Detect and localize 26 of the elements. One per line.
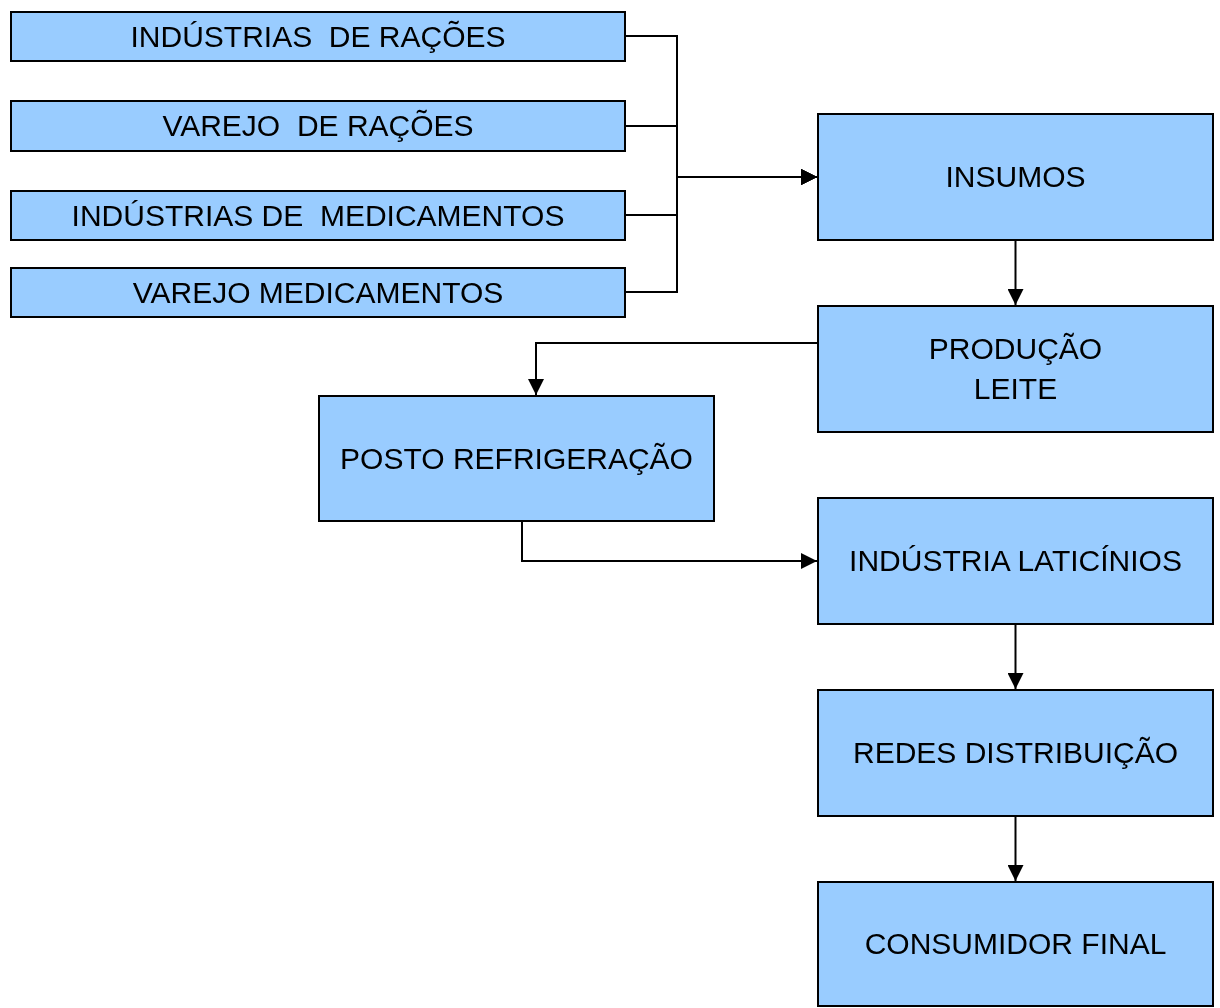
process-box bbox=[10, 267, 626, 318]
process-box bbox=[817, 113, 1214, 241]
process-box bbox=[10, 100, 626, 152]
box-label: INDÚSTRIAS DE RAÇÕES bbox=[130, 18, 506, 55]
process-box bbox=[10, 190, 626, 241]
arrow bbox=[625, 169, 818, 293]
box-label: INSUMOS bbox=[945, 159, 1086, 195]
process-box bbox=[10, 11, 626, 62]
box-label: INDÚSTRIA LATICÍNIOS bbox=[849, 543, 1182, 579]
process-box bbox=[318, 395, 715, 522]
arrow bbox=[1007, 816, 1024, 882]
arrow bbox=[521, 521, 818, 569]
box-label: REDES DISTRIBUIÇÃO bbox=[852, 735, 1179, 771]
arrow bbox=[528, 342, 818, 396]
box-label: VAREJO MEDICAMENTOS bbox=[132, 274, 504, 311]
box-label: CONSUMIDOR FINAL bbox=[864, 926, 1167, 962]
box-label: INDÚSTRIAS DE MEDICAMENTOS bbox=[71, 197, 565, 234]
box-label: PRODUÇÃO LEITE bbox=[927, 331, 1104, 407]
arrow bbox=[1007, 240, 1024, 306]
box-label: POSTO REFRIGERAÇÃO bbox=[340, 440, 693, 477]
process-box bbox=[817, 305, 1214, 433]
arrow bbox=[1007, 624, 1024, 690]
process-box bbox=[817, 881, 1214, 1007]
box-label: VAREJO DE RAÇÕES bbox=[162, 108, 474, 144]
process-box bbox=[817, 497, 1214, 625]
process-box bbox=[817, 689, 1214, 817]
